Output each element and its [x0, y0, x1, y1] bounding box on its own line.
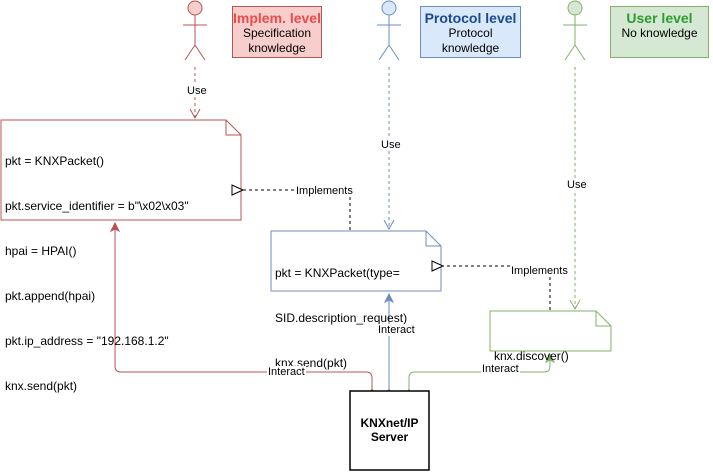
interact-edge-implem [115, 223, 372, 389]
user-note-shape [489, 310, 612, 352]
implem-code-line: pkt.service_identifier = b"\x02\x03" [5, 199, 189, 213]
interact-label-protocol: Interact [377, 324, 416, 336]
protocol-level-title: Protocol level [424, 10, 517, 26]
interact-label-user: Interact [481, 363, 520, 375]
actor-user-icon [563, 0, 587, 61]
implements-label-user: Implements [510, 265, 569, 277]
use-label-implem: Use [186, 85, 208, 97]
interact-label-implem: Interact [267, 366, 306, 378]
server-box [349, 390, 430, 471]
implem-note-shape [0, 119, 242, 221]
implem-code-line: pkt = KNXPacket() [5, 154, 105, 168]
implem-level-desc-line2: knowledge [248, 41, 306, 55]
user-level-box: User level No knowledge [610, 6, 709, 58]
implem-code-line: pkt.append(hpai) [5, 289, 96, 303]
protocol-note: pkt = KNXPacket(type= SID.description_re… [275, 236, 407, 386]
protocol-level-box: Protocol level Protocol knowledge [420, 6, 521, 58]
server-label-line2: Server [370, 430, 409, 444]
user-level-title: User level [626, 10, 693, 26]
interact-edge-user [409, 354, 550, 389]
implem-level-desc-line1: Specification [242, 26, 312, 40]
implements-label-protocol: Implements [295, 185, 354, 197]
implem-level-title: Implem. level [233, 10, 321, 26]
use-label-user: Use [566, 179, 588, 191]
implem-code-line: hpai = HPAI() [5, 244, 77, 258]
protocol-code-line: SID.description_request) [275, 311, 408, 325]
user-note: knx.discover() [494, 319, 569, 379]
actor-protocol-icon [377, 0, 401, 61]
protocol-code-line: pkt = KNXPacket(type= [275, 266, 400, 280]
protocol-level-desc-line2: knowledge [441, 41, 500, 55]
server-label: KNXnet/IP Server [350, 416, 429, 444]
implem-code-line: pkt.ip_address = "192.168.1.2" [5, 334, 169, 348]
use-label-protocol: Use [380, 139, 402, 151]
protocol-level-desc-line1: Protocol [448, 26, 493, 40]
implements-edge-protocol [243, 190, 351, 230]
server-label-line1: KNXnet/IP [360, 416, 419, 430]
user-code-line: knx.discover() [494, 349, 569, 363]
implem-note: pkt = KNXPacket() pkt.service_identifier… [5, 124, 189, 409]
actor-implem-icon [183, 0, 207, 61]
user-level-desc-line1: No knowledge [621, 26, 698, 40]
implem-code-line: knx.send(pkt) [5, 379, 78, 393]
implem-level-box: Implem. level Specification knowledge [232, 6, 322, 58]
